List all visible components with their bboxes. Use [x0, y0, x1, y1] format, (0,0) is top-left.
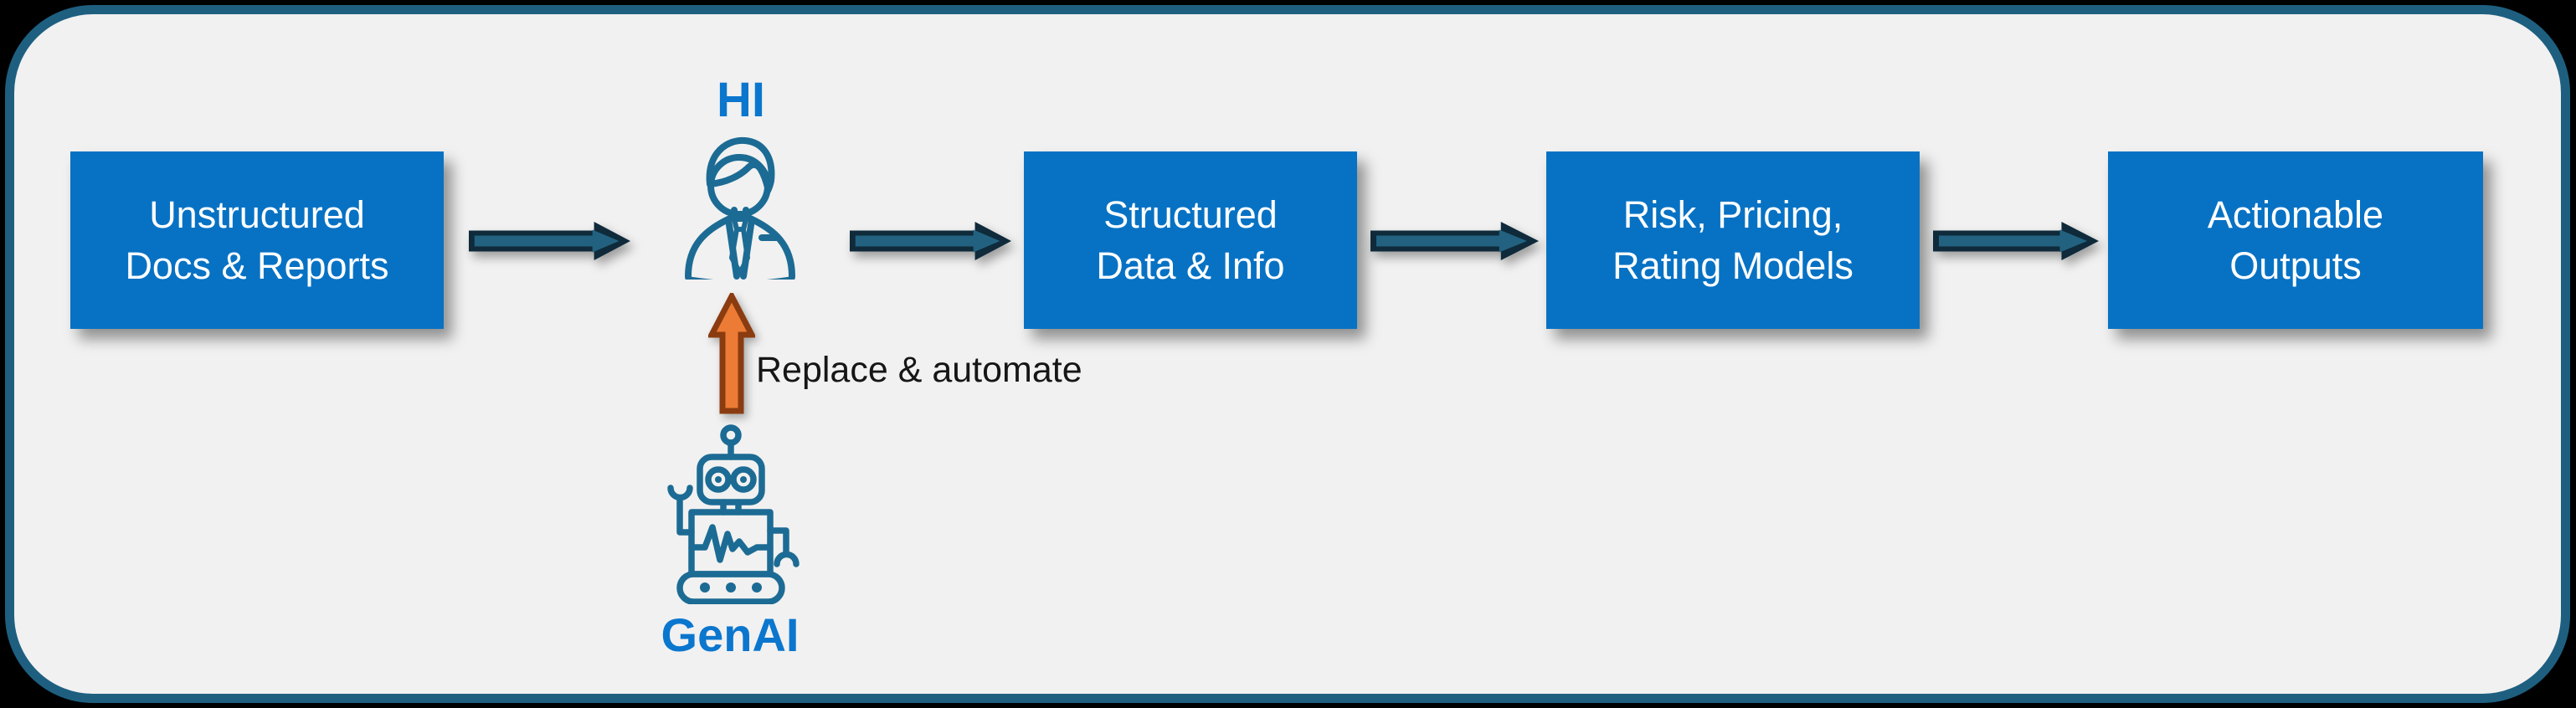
flow-box-actionable-outputs: Actionable Outputs	[2108, 151, 2483, 329]
genai-label: GenAI	[661, 608, 800, 661]
right-block-arrow-icon	[1370, 222, 1539, 260]
right-block-arrow-icon	[850, 222, 1011, 260]
flow-box-risk-pricing-rating-models: Risk, Pricing, Rating Models	[1546, 151, 1920, 329]
robot-icon	[667, 424, 800, 604]
replace-automate-annotation: Replace & automate	[756, 350, 1082, 390]
box-label-line: Outputs	[2229, 244, 2362, 287]
hi-label: HI	[717, 73, 765, 127]
right-block-arrow-icon	[469, 222, 630, 260]
flow-box-unstructured-docs: Unstructured Docs & Reports	[70, 151, 444, 329]
diagram-panel	[5, 5, 2570, 703]
right-block-arrow-icon	[1933, 222, 2099, 260]
up-block-arrow-icon	[708, 293, 755, 414]
box-label-line: Structured	[1103, 193, 1278, 236]
box-label-line: Data & Info	[1096, 244, 1285, 287]
flow-box-structured-data: Structured Data & Info	[1024, 151, 1357, 329]
box-label-line: Rating Models	[1612, 244, 1854, 287]
box-label-line: Actionable	[2207, 193, 2384, 236]
person-icon	[685, 136, 795, 280]
box-label-line: Unstructured	[149, 193, 365, 236]
box-label-line: Docs & Reports	[125, 244, 389, 287]
box-label-line: Risk, Pricing,	[1622, 193, 1843, 236]
